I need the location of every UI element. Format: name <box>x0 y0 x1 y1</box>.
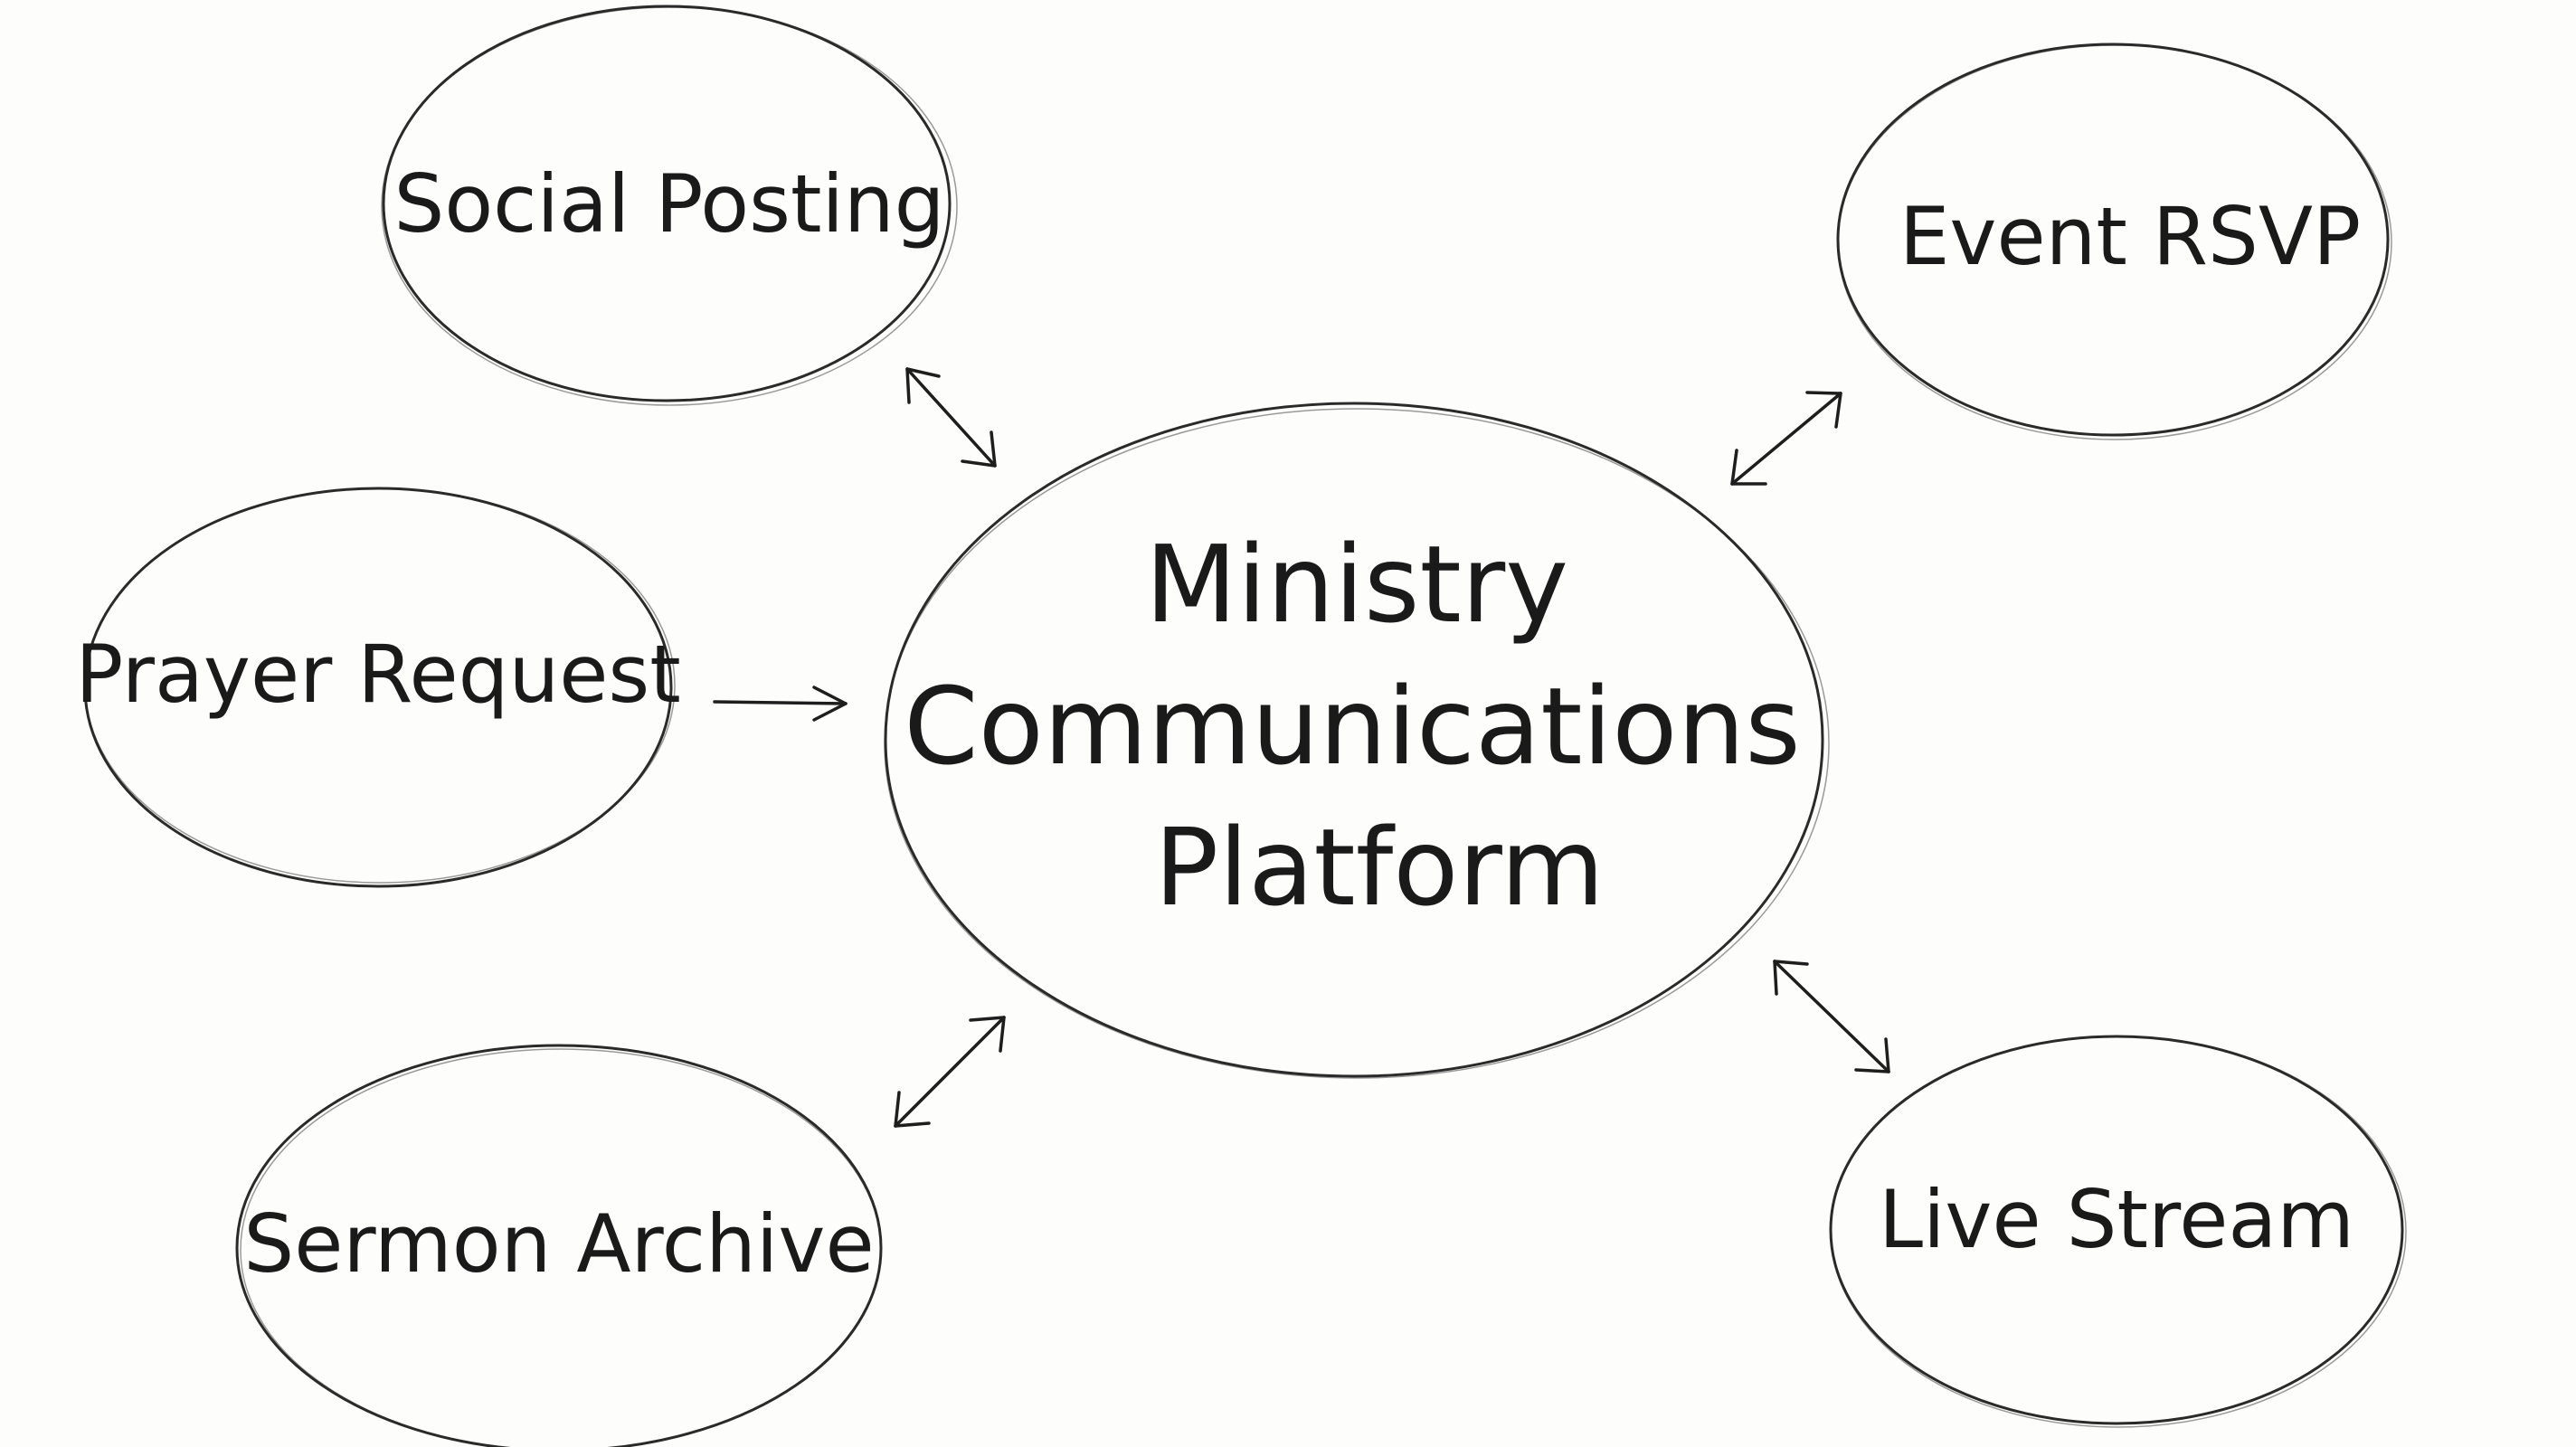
node-label-social-posting: Social Posting <box>393 157 944 251</box>
edge-live-center <box>1773 960 1890 1073</box>
node-sermon-archive: Sermon Archive <box>235 1044 883 1447</box>
edge-social-center <box>905 367 997 468</box>
edge-sermon-center <box>894 1016 1006 1128</box>
center-node: Ministry Communications Platform <box>884 402 1830 1079</box>
node-prayer-request: Prayer Request <box>75 487 681 888</box>
node-label-event-rsvp: Event RSVP <box>1899 190 2361 283</box>
node-label-sermon-archive: Sermon Archive <box>243 1197 874 1291</box>
node-label-prayer-request: Prayer Request <box>75 628 680 721</box>
center-label-line-2: Communications <box>904 664 1801 789</box>
center-label-line-1: Ministry <box>1145 522 1568 647</box>
center-label-line-3: Platform <box>1154 805 1605 930</box>
node-live-stream: Live Stream <box>1829 1035 2407 1428</box>
node-event-rsvp: Event RSVP <box>1836 43 2392 440</box>
node-label-live-stream: Live Stream <box>1879 1173 2354 1266</box>
edge-event-center <box>1730 391 1842 486</box>
edge-prayer-center <box>713 686 848 722</box>
node-social-posting: Social Posting <box>381 5 958 406</box>
